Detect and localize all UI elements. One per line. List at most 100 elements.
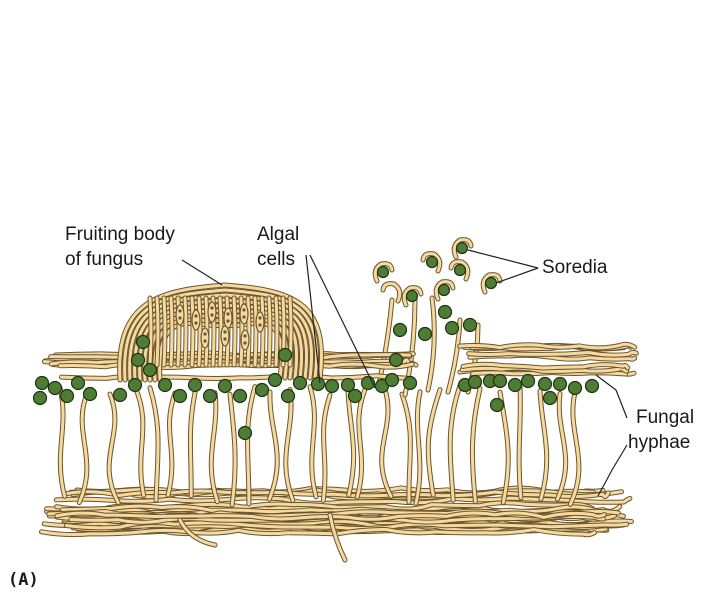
algal-cell [539, 378, 552, 391]
algal-cell [439, 306, 452, 319]
spore [223, 330, 226, 333]
algal-cell [174, 390, 187, 403]
algal-cell [386, 374, 399, 387]
algal-cell [378, 267, 389, 278]
fungal-hypha [469, 352, 637, 355]
algal-cell [469, 376, 482, 389]
fungal-hypha [168, 393, 175, 495]
spore [243, 341, 246, 344]
algal-cell [34, 392, 47, 405]
fungal-hypha [382, 389, 391, 496]
algal-cell [486, 278, 497, 289]
algal-cells-label-line1: Algal [257, 224, 299, 245]
soredia-leader-2 [496, 268, 538, 283]
algal-cell [554, 378, 567, 391]
spore [258, 323, 261, 326]
fungal-hypha [185, 298, 186, 365]
fungal-hypha [323, 395, 330, 500]
soredia-leader-1 [468, 250, 538, 268]
spore [178, 309, 181, 312]
algal-cell [394, 324, 407, 337]
algal-cell [419, 328, 432, 341]
algal-cell [349, 390, 362, 403]
algal-cell [569, 382, 582, 395]
fruiting-body-label-line2: of fungus [65, 249, 143, 270]
algal-cell [509, 379, 522, 392]
fungal-hypha [348, 390, 354, 495]
algal-cell [269, 374, 282, 387]
algal-cell [84, 388, 97, 401]
algal-cell [439, 285, 450, 296]
spore [203, 339, 206, 342]
fungal-hypha [460, 344, 635, 348]
ascus [221, 326, 229, 346]
fungal-hypha [61, 376, 411, 379]
algal-cell [72, 377, 85, 390]
fungal-hypha [416, 392, 420, 504]
fungal-hypha [357, 389, 365, 497]
algal-cell [407, 291, 418, 302]
fungal-hypha [540, 391, 547, 499]
spore [210, 313, 213, 316]
algal-cell [204, 390, 217, 403]
fungal-hypha [164, 298, 165, 365]
ascus [256, 312, 264, 332]
algal-cell [129, 379, 142, 392]
fungal-hyphae-leader-1 [596, 375, 627, 418]
algal-cell [446, 322, 459, 335]
algal-cell [312, 378, 325, 391]
fungal-hypha [157, 298, 158, 365]
spore [226, 319, 229, 322]
algal-cell [294, 377, 307, 390]
algal-cell [427, 257, 438, 268]
algal-cell [256, 384, 269, 397]
algal-cell [159, 379, 172, 392]
algal-cell [491, 399, 504, 412]
fungal-hypha [109, 394, 118, 503]
fungal-hypha [269, 298, 270, 365]
ascus [192, 310, 200, 330]
algal-cell [36, 377, 49, 390]
fungal-hyphae-label-line1: Fungal [636, 407, 694, 428]
soredia-group [375, 240, 500, 305]
spore [194, 314, 197, 317]
spore [226, 312, 229, 315]
panel-label: (A) [8, 570, 39, 590]
algal-cell [390, 354, 403, 367]
ascus [224, 308, 232, 328]
ascus [176, 305, 184, 325]
algal-cell [189, 379, 202, 392]
fungal-hypha [150, 388, 158, 500]
fungal-hypha [248, 387, 255, 504]
algal-cell [326, 380, 339, 393]
fungal-hypha [557, 394, 565, 500]
algal-cell [586, 380, 599, 393]
fungal-hypha [255, 298, 256, 365]
fungal-hypha [199, 298, 200, 365]
fungal-hypha [428, 298, 434, 390]
fungal-hypha [248, 298, 249, 365]
fungal-hypha [450, 386, 460, 501]
spore [243, 334, 246, 337]
spore [203, 332, 206, 335]
fungal-hypha [276, 298, 277, 365]
fungal-hyphae-leader-2 [598, 445, 627, 496]
soredia-label: Soredia [542, 257, 608, 278]
fungal-hypha [150, 298, 151, 365]
algal-cell [404, 377, 417, 390]
fungal-hypha [135, 387, 144, 496]
spore [210, 306, 213, 309]
fungal-hypha [190, 392, 195, 495]
ascus [208, 302, 216, 322]
algal-cell [282, 390, 295, 403]
spore [258, 316, 261, 319]
ascus [240, 304, 248, 324]
spore [242, 308, 245, 311]
spore [223, 337, 226, 340]
fruiting-body-label-line1: Fruiting body [65, 224, 175, 245]
fungal-hypha [192, 298, 193, 365]
fungal-hypha [234, 298, 235, 365]
algal-cell [239, 427, 252, 440]
algal-cell [494, 375, 507, 388]
